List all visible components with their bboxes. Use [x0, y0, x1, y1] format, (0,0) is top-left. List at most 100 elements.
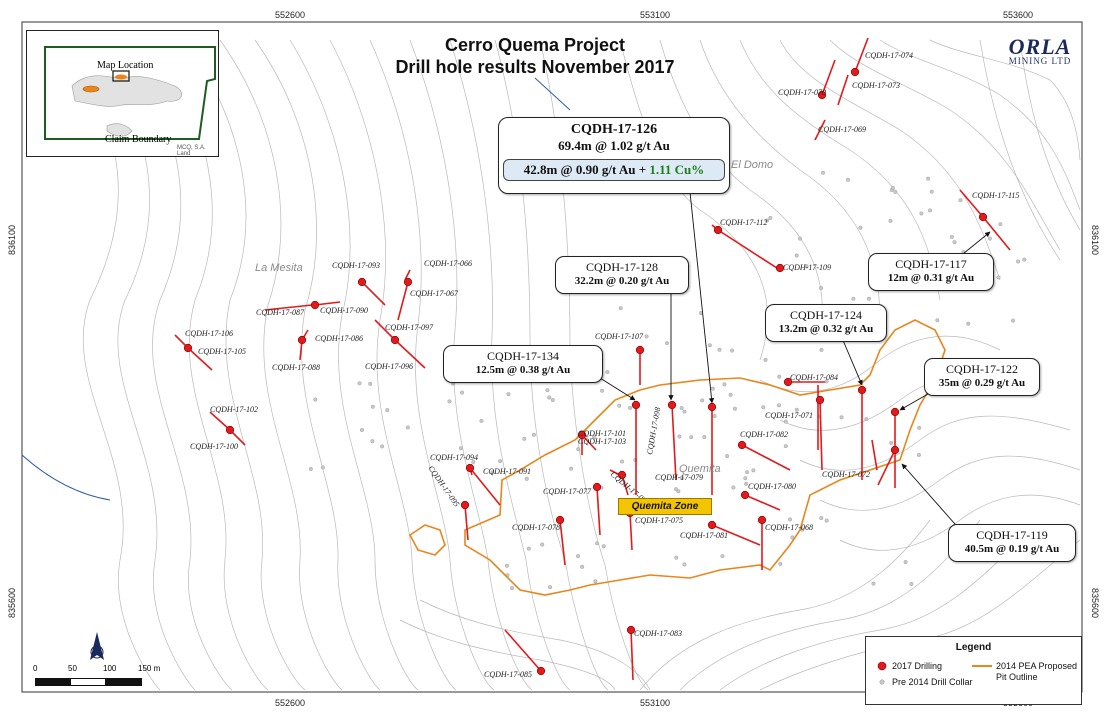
callout-126-cu: 1.11 Cu% — [649, 162, 705, 177]
drill-collar-2017 — [536, 666, 546, 676]
scale-bar: 0 50 100 150 m — [30, 664, 180, 694]
pre-2014-collar — [745, 470, 750, 475]
pre-2014-collar — [751, 468, 756, 473]
pre-2014-collar — [712, 414, 717, 419]
drill-trace — [629, 512, 633, 551]
drill-trace — [209, 411, 231, 431]
legend-pre-2014: Pre 2014 Drill Collar — [892, 677, 973, 687]
pre-2014-collar — [935, 318, 940, 323]
legend-collar-icon — [879, 679, 885, 685]
drill-trace — [717, 229, 781, 271]
pre-2014-collar — [731, 485, 736, 490]
quemita-zone-label: Quemita Zone — [618, 498, 712, 515]
inset-map-graphic — [44, 46, 216, 140]
hole-label-093: CQDH-17-093 — [332, 261, 380, 270]
pre-2014-collar — [545, 388, 550, 393]
pre-2014-collar — [580, 564, 585, 569]
callout-leaders — [599, 191, 991, 533]
drill-collar-2017 — [850, 67, 860, 77]
drill-collar-2017 — [890, 407, 900, 417]
pre-2014-collar — [576, 447, 581, 452]
drill-collar-2017 — [390, 335, 400, 345]
pre-2014-collar — [917, 425, 922, 430]
pre-2014-collar — [490, 470, 495, 475]
area-label-el-domo: El Domo — [731, 159, 773, 171]
drill-trace — [744, 494, 781, 511]
pre-2014-collar — [728, 392, 733, 397]
hole-label-115: CQDH-17-115 — [972, 191, 1019, 200]
pre-2014-collar — [550, 398, 555, 403]
drill-trace — [264, 304, 313, 311]
drill-collar-2017 — [815, 395, 825, 405]
drill-collar-2017 — [707, 402, 717, 412]
drill-collar-2017 — [857, 385, 867, 395]
drill-traces-2017 — [174, 37, 1011, 681]
pre-2014-collar — [966, 321, 971, 326]
pre-2014-collar — [460, 390, 465, 395]
drill-trace — [469, 467, 501, 506]
drill-trace — [397, 281, 409, 321]
pre-2014-collar — [722, 382, 727, 387]
pre-2014-collar — [819, 347, 824, 352]
pre-2014-collar — [998, 222, 1003, 227]
pre-2014-collar — [506, 392, 511, 397]
pre-2014-collar — [794, 253, 799, 258]
hole-label-070: CQDH-17-070 — [778, 88, 826, 97]
pre-2014-collar — [522, 436, 527, 441]
hole-label-109: CQDH-17-109 — [783, 263, 831, 272]
pre-2014-collar — [732, 406, 737, 411]
pre-2014-collar — [592, 435, 597, 440]
callout-126-subinterval: 42.8m @ 0.90 g/t Au + 1.11 Cu% — [503, 159, 725, 181]
drill-trace — [854, 37, 869, 73]
legend-title: Legend — [955, 642, 992, 653]
pre-2014-collar — [909, 581, 914, 586]
drill-collar-2017 — [183, 343, 193, 353]
pre-2014-collar — [776, 403, 781, 408]
drill-trace — [877, 449, 896, 486]
drill-collar-2017 — [817, 90, 827, 100]
coord-bottom-2: 553100 — [640, 698, 670, 708]
pre-2014-collar — [359, 428, 364, 433]
pre-2014-collar — [819, 516, 824, 521]
hole-label-102: CQDH-17-102 — [210, 405, 258, 414]
pre-2014-collar — [783, 419, 788, 424]
hole-label-094: CQDH-17-094 — [430, 453, 478, 462]
pre-2014-collar — [952, 240, 957, 245]
pre-2014-collar — [710, 386, 715, 391]
hole-label-078: CQDH-17-078 — [512, 523, 560, 532]
scale-tick-100: 100 — [103, 664, 117, 673]
pre-2014-collar — [677, 434, 682, 439]
callout-128-hole: CQDH-17-128 — [586, 260, 658, 274]
drill-trace — [361, 281, 386, 306]
callout-119-result: 40.5m @ 0.19 g/t Au — [964, 543, 1060, 555]
drill-trace — [374, 319, 396, 341]
callout-124-result: 13.2m @ 0.32 g/t Au — [778, 323, 874, 335]
hole-label-105: CQDH-17-105 — [198, 347, 246, 356]
pre-2014-collar — [618, 306, 623, 311]
callout-cqdh-17-126: CQDH-17-126 69.4m @ 1.02 g/t Au 42.8m @ … — [498, 117, 730, 194]
pre-2014-collar — [548, 585, 553, 590]
drill-trace — [959, 189, 984, 218]
pre-2014-collar — [996, 275, 1001, 280]
drill-collar-2017 — [357, 277, 367, 287]
coord-right-2: 835600 — [1090, 588, 1100, 618]
pre-2014-collar — [926, 176, 931, 181]
pre-2014-collar — [763, 357, 768, 362]
pre-2014-collar — [664, 341, 669, 346]
pre-2014-collar — [682, 409, 687, 414]
coord-right-1: 836100 — [1090, 225, 1100, 255]
hole-label-071: CQDH-17-071 — [765, 411, 813, 420]
hole-label-077: CQDH-17-077 — [543, 487, 592, 496]
area-label-quemita: Quemita — [679, 463, 721, 475]
hole-label-084: CQDH-17-084 — [790, 373, 838, 382]
drill-trace — [871, 439, 878, 471]
pre-2014-collar — [617, 403, 622, 408]
hole-label-074: CQDH-17-074 — [865, 51, 913, 60]
pre-2014-collar — [405, 425, 410, 430]
pre-2014-collar — [893, 189, 898, 194]
coord-top-1: 552600 — [275, 10, 305, 20]
callout-126-au: 42.8m @ 0.90 g/t Au — [523, 162, 636, 177]
drill-collar-2017 — [403, 277, 413, 287]
drill-trace — [559, 519, 566, 566]
pre-2014-collar — [820, 170, 825, 175]
